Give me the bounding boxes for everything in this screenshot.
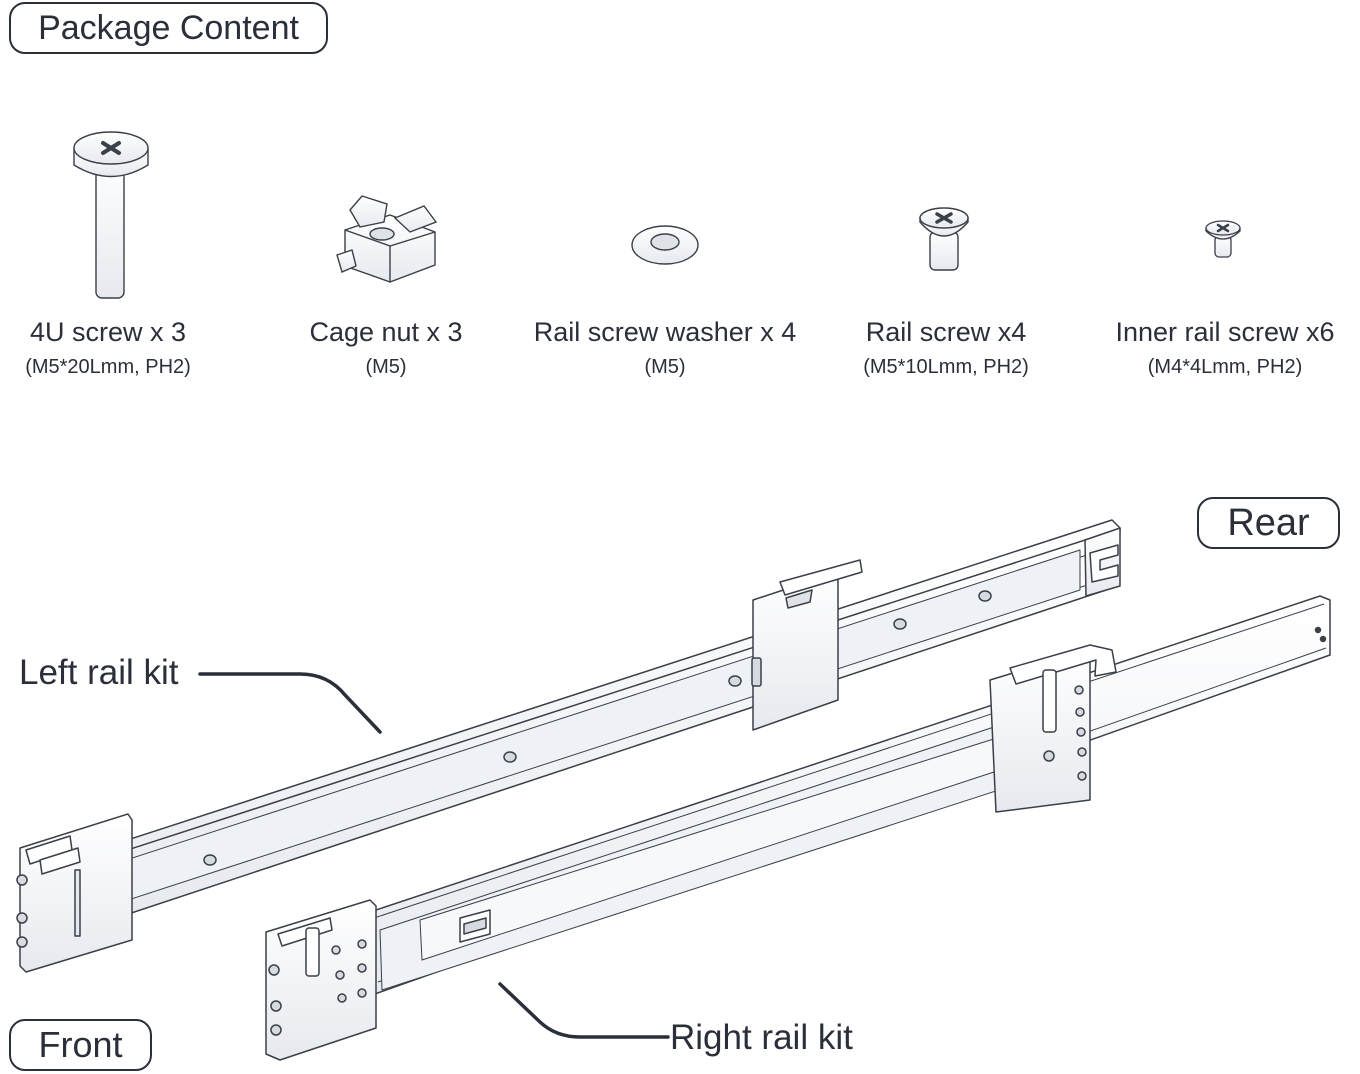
front-label: Front: [9, 1019, 152, 1071]
rear-label: Rear: [1197, 497, 1340, 549]
part-spec: (M5*10Lmm, PH2): [863, 356, 1029, 378]
cage-nut-icon: [336, 195, 438, 283]
right-rail-kit-label: Right rail kit: [670, 1018, 853, 1057]
rail-screw-icon: [919, 207, 969, 271]
part-spec: (M5): [365, 356, 407, 378]
part-name: 4U screw x 3: [29, 317, 187, 347]
left-rail-kit-label: Left rail kit: [19, 653, 179, 692]
part-name: Rail screw x4: [865, 317, 1027, 347]
right-rail-kit-icon: [265, 595, 1331, 1061]
part-rail-screw: Rail screw x4 (M5*10Lmm, PH2): [863, 316, 1029, 380]
washer-icon: [631, 225, 699, 265]
part-spec: (M5): [644, 356, 686, 378]
inner-rail-screw-icon: [1205, 220, 1241, 258]
part-rail-screw-washer: Rail screw washer x 4 (M5): [534, 316, 797, 380]
part-cage-nut: Cage nut x 3 (M5): [309, 316, 462, 380]
part-inner-rail-screw: Inner rail screw x6 (M4*4Lmm, PH2): [1115, 316, 1334, 380]
part-name: Inner rail screw x6: [1115, 317, 1335, 347]
part-name: Cage nut x 3: [309, 317, 463, 347]
part-4u-screw: 4U screw x 3 (M5*20Lmm, PH2): [25, 316, 191, 380]
part-name: Rail screw washer x 4: [533, 317, 797, 347]
4u-screw-icon: [73, 131, 149, 299]
left-rail-kit-icon: [16, 519, 1121, 973]
part-spec: (M5*20Lmm, PH2): [25, 356, 191, 378]
page-title: Package Content: [9, 2, 328, 54]
left-rail-leader-line: [198, 672, 382, 734]
right-rail-leader-line: [498, 982, 670, 1039]
part-spec: (M4*4Lmm, PH2): [1147, 356, 1303, 378]
